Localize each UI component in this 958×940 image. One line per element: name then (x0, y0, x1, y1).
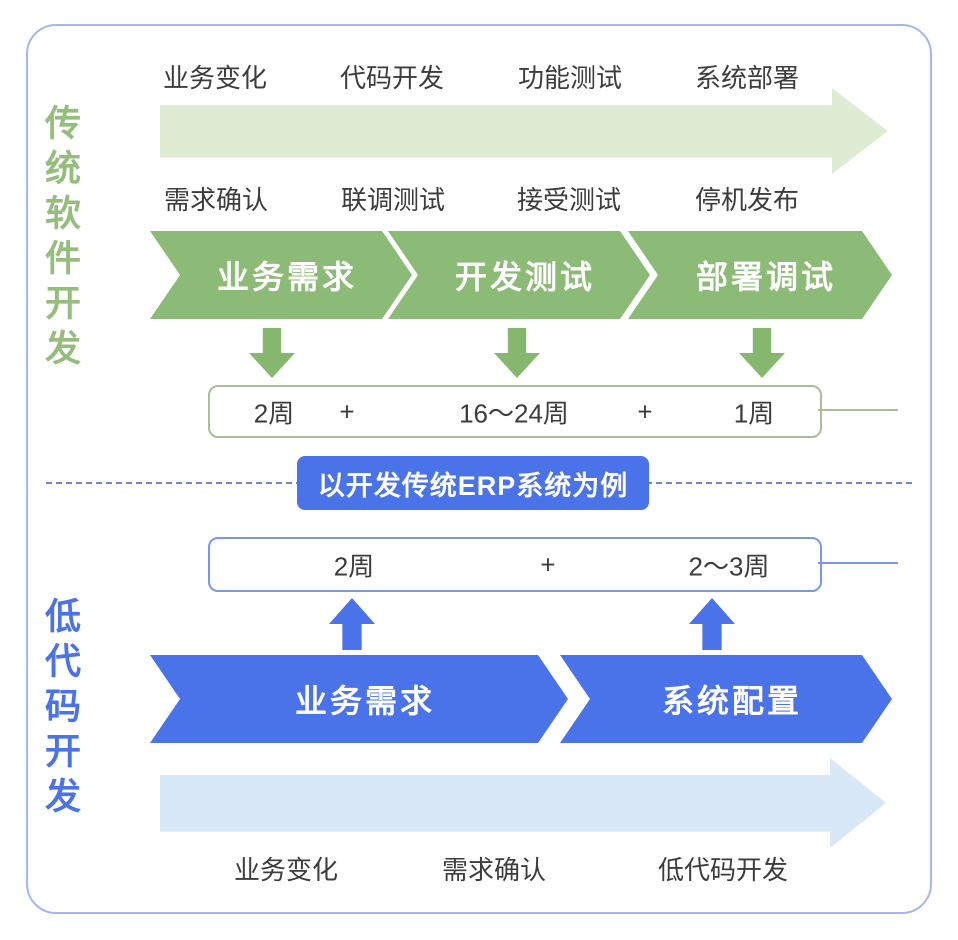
duration-value: 1周 (733, 398, 775, 428)
traditional-stage-chevron-1: 业务需求 (150, 231, 412, 319)
lowcode-stage-chevron-1: 业务需求 (150, 655, 568, 743)
traditional-mid-step-1: 需求确认 (163, 185, 269, 215)
lowcode-bottom-step-1: 业务变化 (233, 855, 339, 885)
lowcode-duration-box: 2周 + 2～3周 (208, 537, 822, 592)
traditional-duration-box: 2周 + 16～24周 + 1周 (208, 385, 822, 438)
plus-sign: + (339, 396, 355, 426)
traditional-top-step-4: 系统部署 (694, 63, 800, 93)
traditional-stage-chevron-3: 部署调试 (628, 231, 892, 319)
plus-sign: + (540, 549, 556, 579)
duration-value: 2周 (253, 398, 295, 428)
duration-value: 16～24周 (459, 398, 569, 428)
traditional-mid-step-2: 联调测试 (340, 185, 446, 215)
lowcode-stage-chevron-2: 系统配置 (560, 655, 892, 743)
traditional-stage-chevron-2: 开发测试 (388, 231, 650, 319)
duration-value: 2～3周 (688, 551, 770, 581)
duration-value: 2周 (333, 551, 375, 581)
example-badge: 以开发传统ERP系统为例 (297, 456, 649, 510)
lowcode-section-title: 低代码开发 (40, 597, 81, 822)
duration-box-connector-line (818, 562, 898, 564)
lowcode-bottom-step-2: 需求确认 (441, 855, 547, 885)
traditional-top-step-1: 业务变化 (162, 63, 268, 93)
outer-frame (26, 24, 932, 914)
traditional-mid-step-3: 接受测试 (516, 185, 622, 215)
plus-sign: + (637, 396, 653, 426)
traditional-mid-step-4: 停机发布 (694, 185, 800, 215)
traditional-top-step-2: 代码开发 (339, 63, 445, 93)
traditional-top-step-3: 功能测试 (517, 63, 623, 93)
traditional-section-title: 传统软件开发 (40, 104, 81, 374)
lowcode-bottom-step-3: 低代码开发 (657, 855, 789, 885)
duration-box-connector-line (818, 409, 898, 411)
